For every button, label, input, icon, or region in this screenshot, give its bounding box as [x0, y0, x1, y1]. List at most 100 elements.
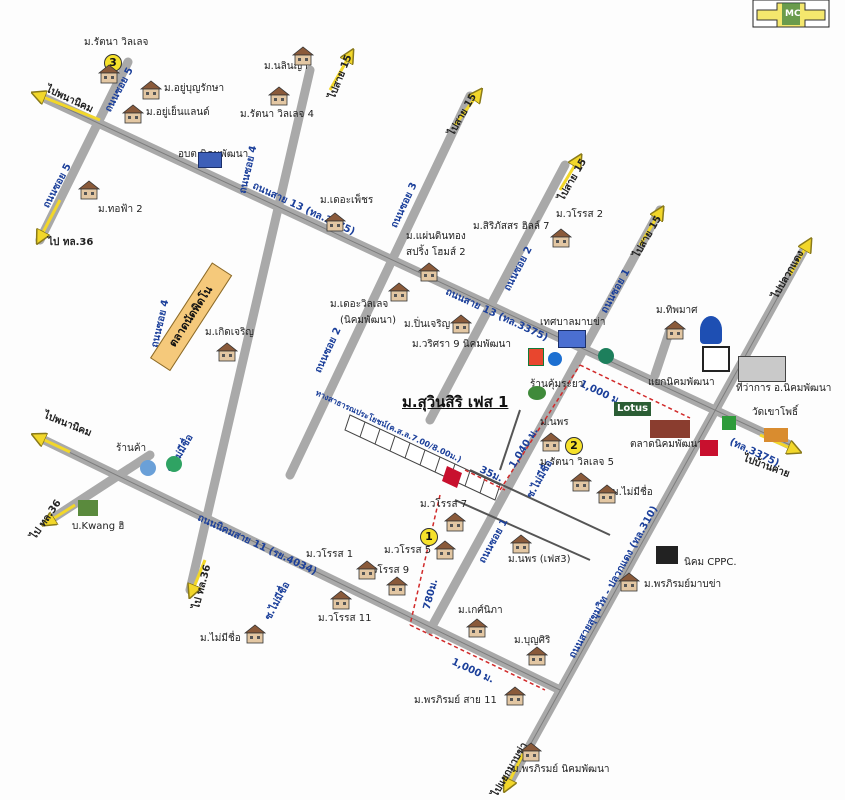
place-nalinya: ม.นลินญา — [264, 61, 308, 72]
place-katnipha: ม.เกศ์นิภา — [458, 605, 503, 616]
arrow-pluakdaeng — [788, 244, 808, 276]
house-icon — [323, 212, 347, 232]
place-municipal: เทศบาลมาบข่า — [540, 317, 606, 328]
house-icon — [139, 80, 163, 100]
place-naphon: ม.นพร — [540, 417, 569, 428]
factory-icon — [656, 546, 678, 564]
place-worarot9: ม.วโรรส 9 — [362, 565, 410, 576]
place-amphoe: ที่ว่าการ อ.นิคมพัฒนา — [736, 383, 832, 394]
road-soi2 — [425, 160, 570, 425]
house-icon — [417, 262, 441, 282]
place-therapetch: ม.เดอะเพ็ชร — [320, 195, 374, 206]
house-icon — [525, 646, 549, 666]
place-shop-kha: ร้านค้า — [116, 443, 147, 454]
amphoe-building-icon — [738, 356, 786, 382]
place-thebest: ม.เดอะวิลเลจ — [330, 299, 389, 310]
seven-eleven-icon — [528, 348, 544, 366]
house-icon — [449, 314, 473, 334]
place-worarot2: ม.วโรรส 2 — [556, 209, 604, 220]
place-talat: ตลาดนิคมพัฒนา — [630, 439, 703, 450]
house-icon — [503, 686, 527, 706]
house-icon — [549, 228, 573, 248]
place-worarot11: ม.วโรรส 11 — [318, 613, 372, 624]
place-lotus: Lotus — [614, 402, 652, 416]
place-mairuchue-v: ม.ไม่มีชื่อ — [612, 487, 653, 498]
house-icon — [663, 320, 687, 340]
honda-icon — [700, 440, 718, 456]
hotel-icon — [702, 346, 730, 372]
place-shop-sukumra: ร้านคุ้มระยา — [530, 379, 584, 390]
house-icon — [569, 472, 593, 492]
dist-line-1000-bottom — [409, 624, 546, 691]
place-prapirom11: ม.พรภิรมย์ สาย 11 — [414, 695, 497, 706]
place-rattana4: ม.รัตนา วิลเลจ 4 — [240, 109, 314, 120]
arrow-36-left — [40, 199, 62, 238]
cafe-icon — [166, 456, 182, 472]
place-prapirom-nikhom: ม.พรภิรมย์ นิคมพัฒนา — [512, 764, 610, 775]
house-icon — [243, 624, 267, 644]
shop-icon — [140, 460, 156, 476]
house-icon — [77, 180, 101, 200]
site-plot — [442, 466, 462, 488]
dist-line-1000-top — [579, 364, 691, 419]
house-icon — [355, 560, 379, 580]
page-title: ม.สุวินสิริ เฟส 1 — [402, 393, 509, 411]
road-soi1 — [425, 205, 665, 635]
place-worarot5: ม.วโรรส 5 — [384, 545, 432, 556]
municipal-icon — [558, 330, 586, 348]
place-cppc: นิคม CPPC. — [684, 557, 737, 568]
shop-sukumra-icon — [528, 386, 546, 400]
arrow-maptaphut — [507, 749, 527, 786]
place-naphon3: ม.นพร (เฟส3) — [508, 554, 571, 565]
soi-small-1 — [469, 469, 611, 536]
house-icon — [387, 282, 411, 302]
arrow-sai15-c — [558, 160, 578, 191]
house-icon — [267, 86, 291, 106]
arrow-36-bottom — [48, 503, 76, 522]
place-warisara: ม.วริศรา 9 นิคมพัฒนา — [412, 339, 512, 350]
house-icon — [433, 540, 457, 560]
place-nikhom-paren: (นิคมพัฒนา) — [340, 315, 396, 326]
place-prapirom-mab: ม.พรภิรมย์มาบข่า — [644, 579, 722, 590]
place-watkhao: วัดเขาโพธิ์ — [752, 407, 799, 418]
dist-line-1040 — [499, 364, 581, 491]
house-icon — [385, 576, 409, 596]
house-icon — [443, 512, 467, 532]
place-rattana-village: ม.รัตนา วิลเลจ — [84, 37, 149, 48]
arrow-sai15-d — [638, 212, 660, 246]
place-yaek: แยกนิคมพัฒนา — [648, 377, 715, 388]
place-thipakorn: ม.ทิพมาศ — [656, 305, 698, 316]
temple-icon — [764, 428, 788, 442]
place-maendin: ม.แผ่นดินทอง — [406, 231, 466, 242]
house-icon — [215, 342, 239, 362]
place-springhome: สปริ้ง โฮมส์ 2 — [406, 247, 466, 258]
direction-36-left: ไป ทล.36 — [48, 237, 94, 248]
house-icon — [465, 618, 489, 638]
house-icon — [329, 590, 353, 610]
road-soi3 — [285, 91, 475, 480]
place-bunsiri: ม.บุญศิริ — [514, 635, 551, 646]
place-worarot1: ม.วโรรส 1 — [306, 549, 354, 560]
place-worarot7: ม.วโรรส 7 — [420, 499, 468, 510]
arrow-sai15-b — [453, 94, 478, 126]
house-icon — [519, 742, 543, 762]
place-rattana5: ม.รัตนา วิลเลจ 5 — [540, 457, 614, 468]
place-mairuchue2: ม.ไม่มีชื่อ — [200, 633, 241, 644]
marker-2[interactable]: 2 — [565, 437, 583, 455]
gas-icon — [548, 352, 562, 366]
house-icon — [617, 572, 641, 592]
kwang-factory-icon — [78, 500, 98, 516]
arrow-phananikhom-top — [38, 95, 101, 122]
place-sirinsap: ม.สิริภัสสร ฮิลล์ 7 — [473, 221, 550, 232]
house-icon — [121, 104, 145, 124]
market-icon — [650, 420, 690, 438]
house-icon — [291, 46, 315, 66]
soi-small-2 — [454, 499, 591, 561]
arrow-phananikhom-left — [38, 437, 71, 454]
house-icon — [97, 64, 121, 84]
cross-icon — [752, 0, 830, 28]
road-soi4 — [185, 65, 315, 595]
marker-1[interactable]: 1 — [420, 528, 438, 546]
